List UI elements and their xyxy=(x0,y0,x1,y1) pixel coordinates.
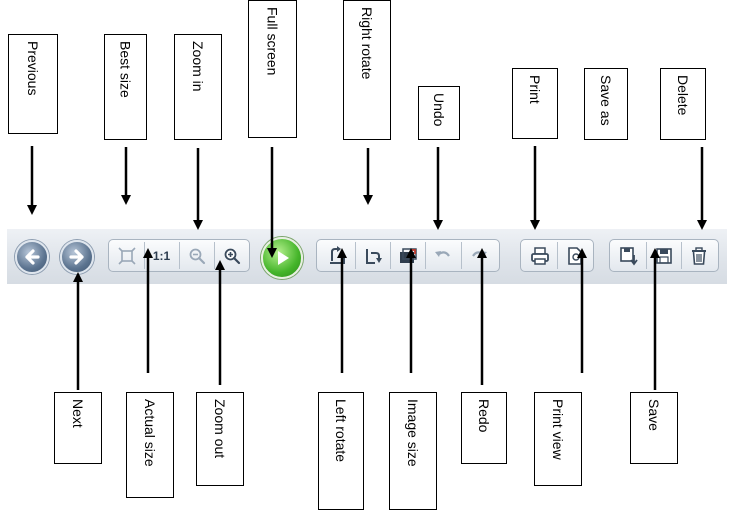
label-full-screen-text: Full screen xyxy=(264,7,281,76)
label-zoom-in-text: Zoom in xyxy=(190,41,206,92)
label-undo: Undo xyxy=(418,86,460,140)
label-zoom-out-text: Zoom out xyxy=(212,399,228,459)
label-delete-text: Delete xyxy=(675,75,691,116)
label-actual-size-text: Actual size xyxy=(142,399,158,467)
delete-button[interactable] xyxy=(682,239,715,272)
print-icon xyxy=(530,246,549,265)
label-previous: Previous xyxy=(8,34,58,134)
label-right-rotate: Right rotate xyxy=(343,0,391,140)
save-button[interactable] xyxy=(647,239,680,272)
full-screen-icon xyxy=(278,251,289,265)
label-image-size: Image size xyxy=(389,392,437,510)
label-redo-text: Redo xyxy=(476,399,492,433)
label-actual-size: Actual size xyxy=(126,392,174,498)
label-print-text: Print xyxy=(527,75,543,104)
label-previous-text: Previous xyxy=(25,41,41,96)
zoom-out-icon xyxy=(189,248,205,264)
label-full-screen: Full screen xyxy=(248,0,297,138)
label-undo-text: Undo xyxy=(431,93,447,127)
label-left-rotate-text: Left rotate xyxy=(333,399,349,463)
label-print-view: Print view xyxy=(534,392,582,486)
separator xyxy=(179,242,180,269)
actual-size-button[interactable]: 1:1 xyxy=(145,239,178,272)
save-icon xyxy=(655,247,672,264)
zoom-in-button[interactable] xyxy=(215,239,248,272)
label-save-text: Save xyxy=(646,399,662,431)
best-size-icon xyxy=(117,246,136,265)
label-image-size-text: Image size xyxy=(405,399,421,467)
label-next: Next xyxy=(54,392,102,464)
label-next-text: Next xyxy=(70,399,86,428)
separator xyxy=(425,242,426,269)
full-screen-button[interactable] xyxy=(261,237,303,279)
delete-icon xyxy=(691,246,706,265)
label-right-rotate-text: Right rotate xyxy=(359,7,375,80)
undo-icon xyxy=(434,250,450,257)
undo-button[interactable] xyxy=(426,239,459,272)
label-left-rotate: Left rotate xyxy=(318,392,364,510)
separator xyxy=(214,242,215,269)
save-as-button[interactable] xyxy=(612,239,645,272)
label-print: Print xyxy=(512,68,558,139)
best-size-button[interactable] xyxy=(110,239,143,272)
save-as-icon xyxy=(619,246,638,265)
right-rotate-button[interactable] xyxy=(356,239,389,272)
previous-icon xyxy=(25,249,40,265)
label-best-size-text: Best size xyxy=(117,41,134,98)
label-save: Save xyxy=(630,392,678,464)
separator xyxy=(681,242,682,269)
label-redo: Redo xyxy=(461,392,507,464)
separator xyxy=(390,242,391,269)
print-button[interactable] xyxy=(523,239,556,272)
label-zoom-out: Zoom out xyxy=(196,392,244,486)
previous-button[interactable] xyxy=(15,240,49,274)
label-print-view-text: Print view xyxy=(550,399,566,460)
separator xyxy=(646,242,647,269)
actual-size-icon: 1:1 xyxy=(152,248,171,263)
label-zoom-in: Zoom in xyxy=(174,34,222,140)
zoom-in-icon xyxy=(224,248,240,264)
next-icon xyxy=(69,249,84,265)
right-rotate-icon xyxy=(365,248,382,264)
separator xyxy=(461,242,462,269)
separator xyxy=(355,242,356,269)
label-best-size: Best size xyxy=(104,34,147,140)
separator xyxy=(557,242,558,269)
label-save-as: Save as xyxy=(584,68,628,140)
label-save-as-text: Save as xyxy=(598,75,614,126)
zoom-out-button[interactable] xyxy=(180,239,213,272)
label-delete: Delete xyxy=(660,68,706,140)
